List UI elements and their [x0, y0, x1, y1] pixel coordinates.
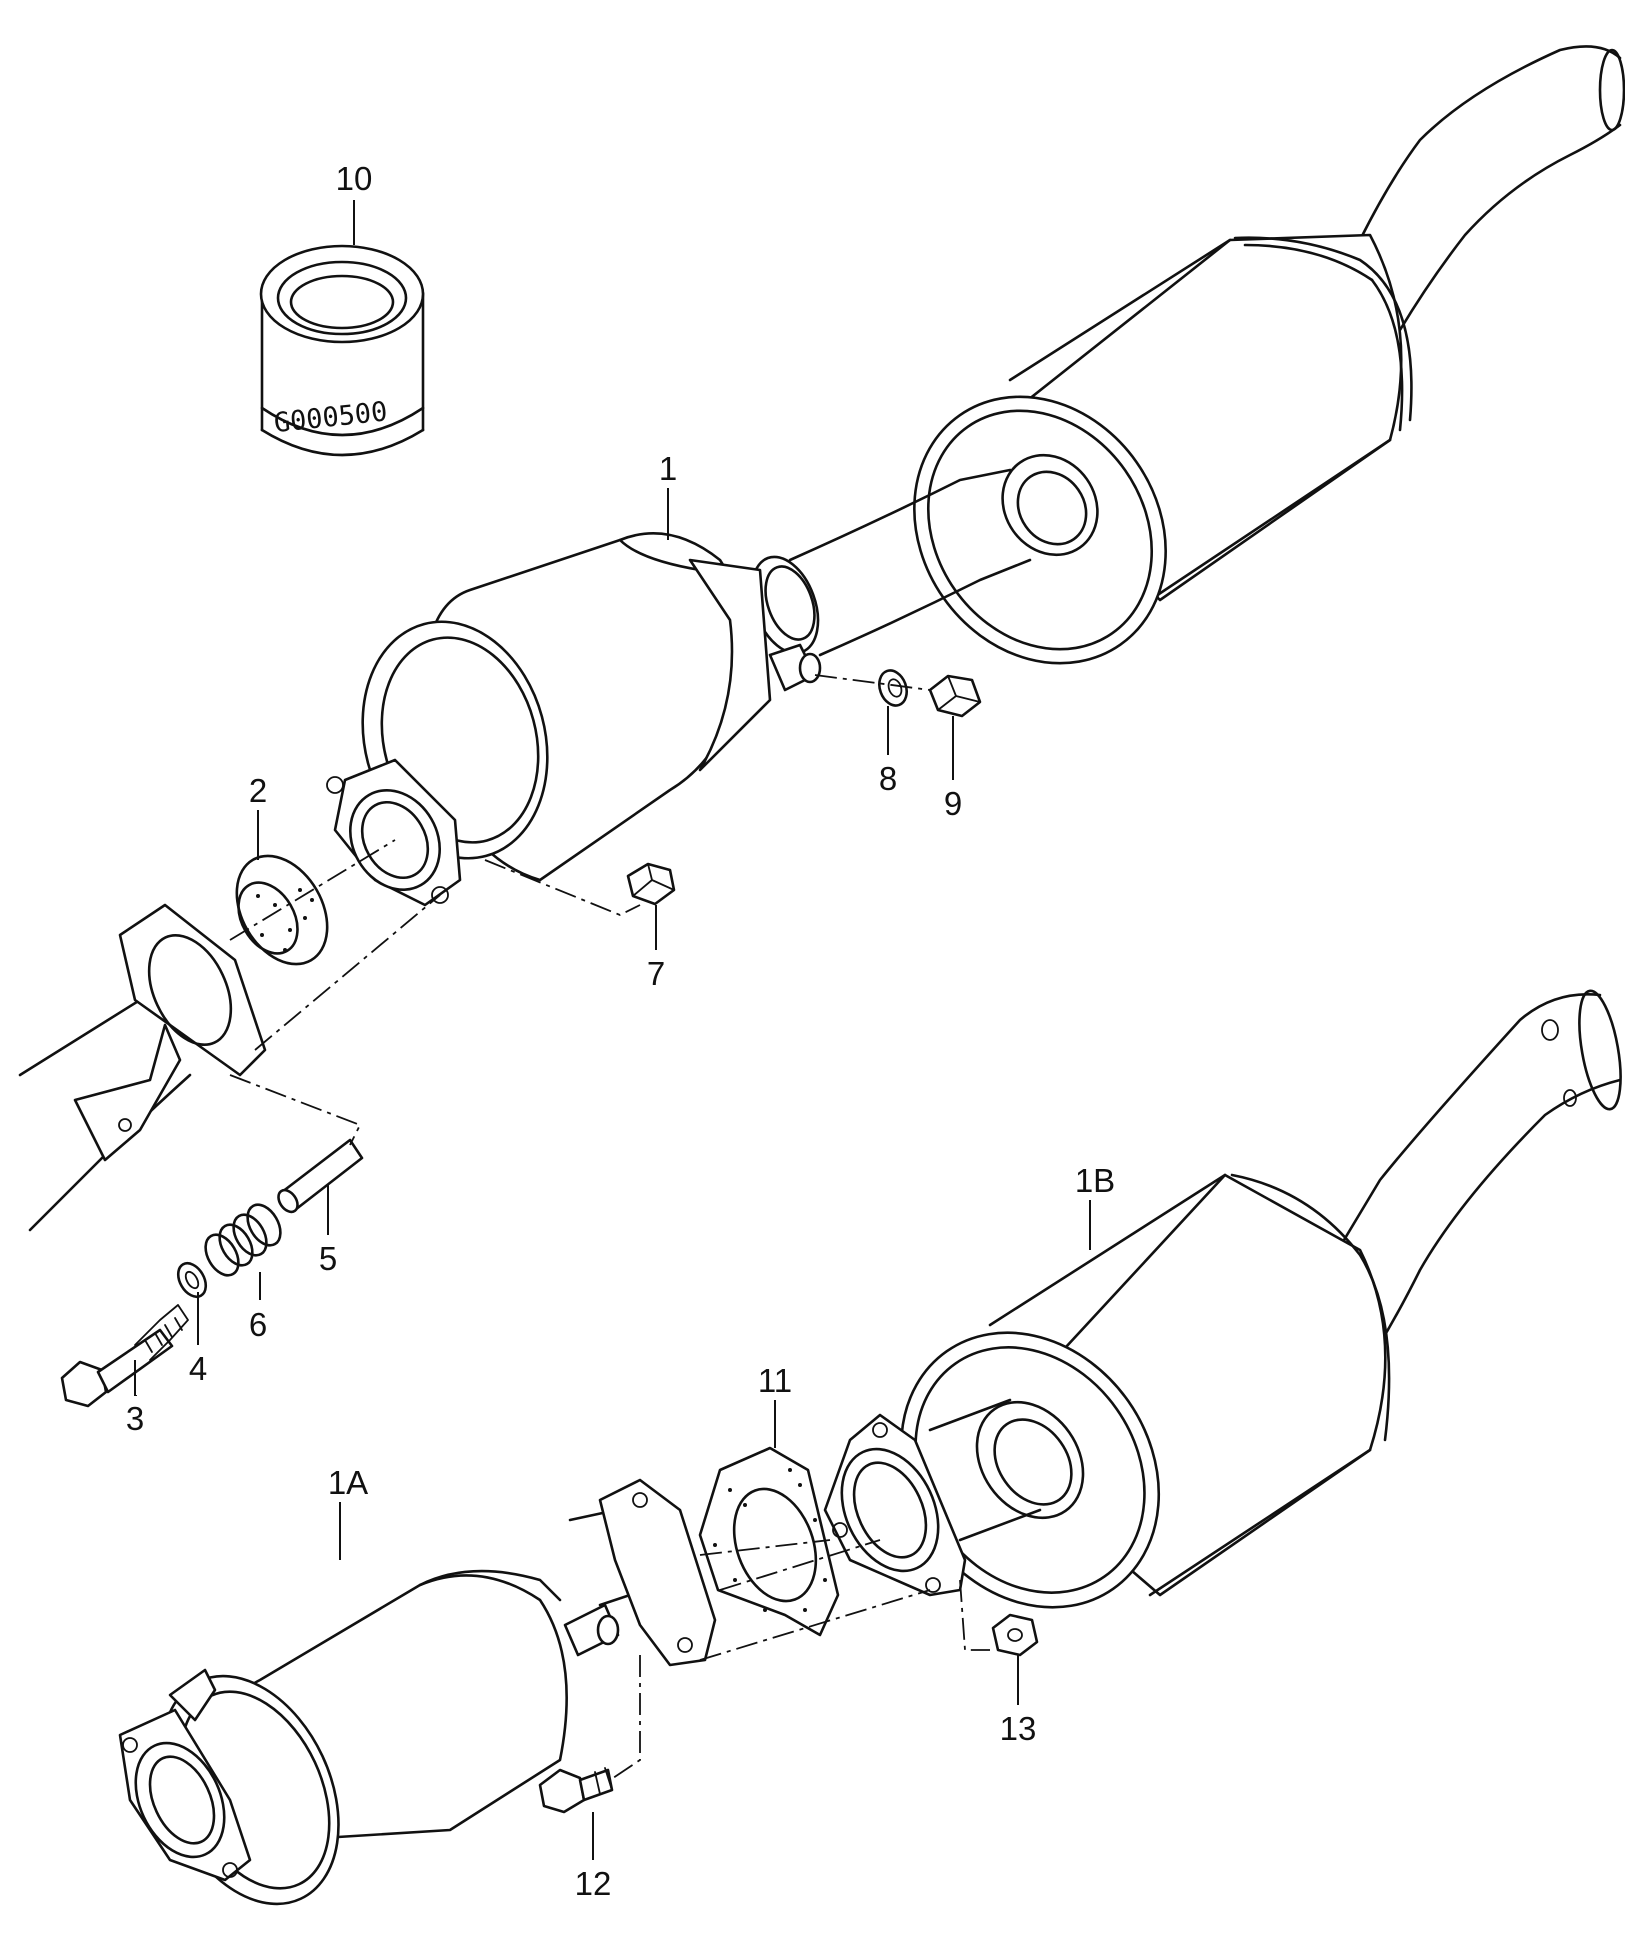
callout-13[interactable]: 13 [1000, 1710, 1037, 1747]
callout-7[interactable]: 7 [647, 955, 665, 992]
part-8-washer[interactable] [875, 667, 912, 710]
callout-10[interactable]: 10 [336, 160, 373, 197]
callout-leaders [134, 200, 1091, 1860]
part-4-washer[interactable] [173, 1258, 212, 1301]
callout-1b[interactable]: 1B [1075, 1162, 1115, 1199]
front-exhaust-pipe [18, 903, 267, 1232]
part-1a-catalytic-converter[interactable] [118, 1478, 717, 1933]
part-12-bolt[interactable] [538, 1767, 614, 1814]
callout-labels: 10 1 2 3 4 5 6 7 8 9 1B 11 1A 12 13 [126, 160, 1115, 1902]
part-9-nut[interactable] [928, 674, 982, 718]
part-6-spring[interactable] [199, 1199, 287, 1281]
part-3-bolt[interactable] [60, 1304, 189, 1408]
callout-9[interactable]: 9 [944, 785, 962, 822]
callout-8[interactable]: 8 [879, 760, 897, 797]
callout-6[interactable]: 6 [249, 1306, 267, 1343]
callout-5[interactable]: 5 [319, 1240, 337, 1277]
assembly-lines-upper [229, 674, 931, 1146]
callout-1[interactable]: 1 [659, 450, 677, 487]
part-5-sleeve[interactable] [275, 1138, 364, 1215]
callout-11[interactable]: 11 [758, 1362, 792, 1399]
part-2-gasket-ring[interactable] [218, 840, 345, 980]
callout-2[interactable]: 2 [249, 772, 267, 809]
callout-12[interactable]: 12 [575, 1865, 612, 1902]
callout-3[interactable]: 3 [126, 1400, 144, 1437]
part-7-nut[interactable] [626, 862, 676, 906]
part-13-nut[interactable] [991, 1613, 1039, 1657]
callout-1a[interactable]: 1A [328, 1464, 368, 1501]
callout-4[interactable]: 4 [189, 1350, 207, 1387]
part-1-catalytic-converter[interactable] [326, 45, 1625, 907]
part-1b-rear-muffler[interactable] [849, 988, 1625, 1658]
part-11-flange-gasket[interactable] [698, 1446, 840, 1637]
part-10-clamp-sleeve[interactable]: G000500 [259, 244, 425, 457]
assembly-lines-lower [609, 1539, 990, 1781]
